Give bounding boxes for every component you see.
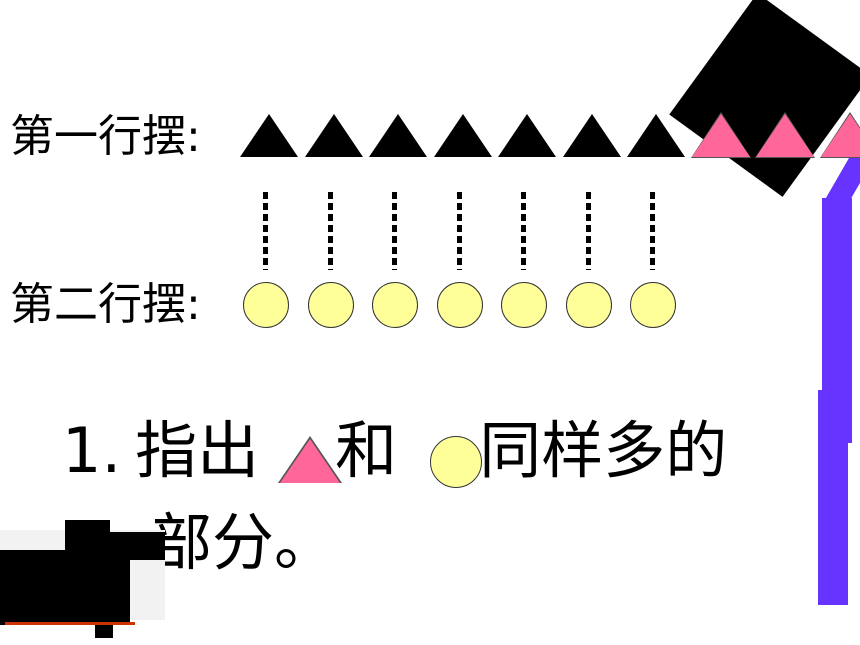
- row1-triangle: [756, 114, 814, 157]
- decorative-black-block-2: [65, 520, 110, 560]
- row1-triangle: [691, 114, 750, 157]
- decorative-red-line: [5, 622, 135, 625]
- question-number: 1.: [62, 414, 122, 487]
- dotted-connector: [327, 192, 333, 270]
- row2-label: 第二行摆:: [10, 279, 201, 330]
- dotted-connector: [392, 192, 397, 270]
- row1-triangle: [433, 114, 492, 157]
- dotted-connector: [456, 192, 462, 270]
- question-circle-icon: [430, 436, 482, 488]
- row1-triangle: [240, 114, 298, 157]
- row2-circle: [372, 282, 418, 328]
- row2-circle: [436, 282, 483, 328]
- dotted-connector: [650, 192, 655, 270]
- row2-circle: [501, 282, 547, 328]
- question-text-part1: 指出: [135, 414, 260, 487]
- decorative-black-block-3: [110, 532, 165, 560]
- dotted-connector: [263, 192, 268, 270]
- decorative-black-block-top-right: [669, 0, 860, 197]
- row2-circle: [630, 282, 676, 328]
- decorative-purple-bar-lower: [818, 390, 848, 605]
- row2-circle: [565, 282, 612, 328]
- question-text-part2: 和: [335, 414, 398, 487]
- row1-triangle: [820, 114, 860, 157]
- row1-triangle: [562, 114, 621, 157]
- dotted-connector: [585, 192, 591, 270]
- question-triangle-icon: [280, 439, 340, 483]
- row1-triangle: [498, 114, 556, 157]
- row1-triangle: [627, 114, 685, 157]
- question-line1: 1.指出和同样多的: [62, 420, 727, 482]
- question-line2: 部分。: [150, 506, 337, 579]
- decorative-black-block-4: [95, 600, 113, 638]
- row1-label: 第一行摆:: [10, 111, 201, 162]
- row1-triangle: [304, 114, 363, 157]
- dotted-connector: [521, 192, 526, 270]
- row1-triangle: [369, 114, 427, 157]
- row2-circle: [307, 282, 354, 328]
- row2-circle: [243, 282, 289, 328]
- question-text-part3: 同样多的: [479, 414, 728, 487]
